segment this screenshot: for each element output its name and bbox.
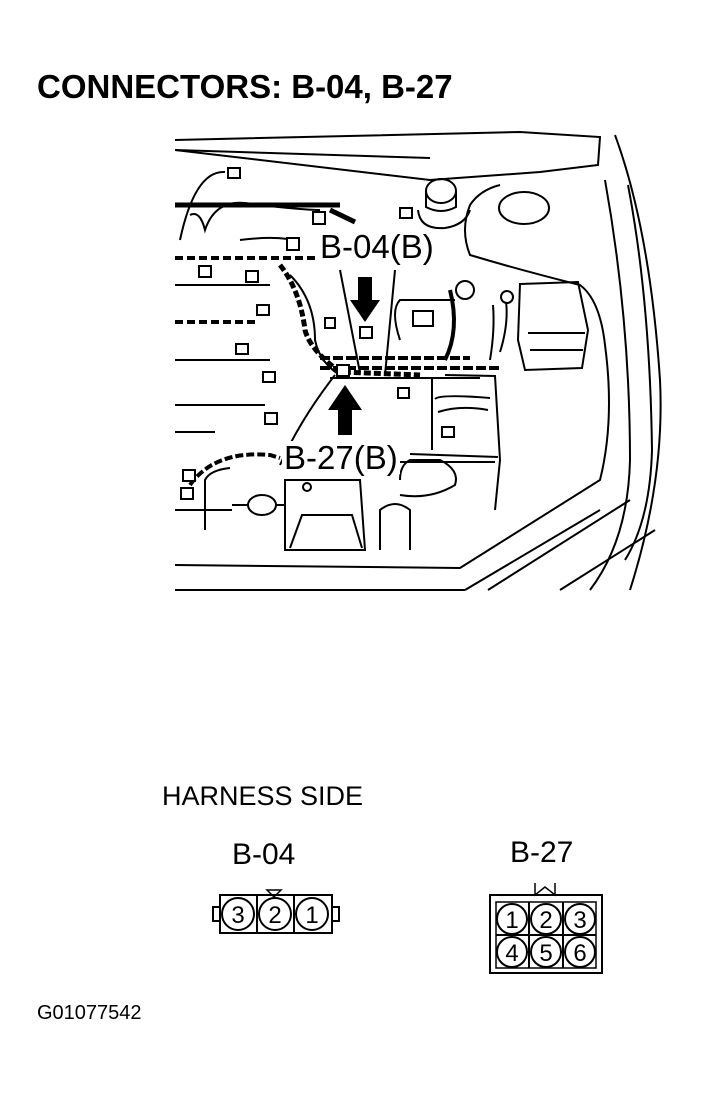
pin-label: 1 [305, 902, 318, 929]
page-title: CONNECTORS: B-04, B-27 [37, 68, 453, 105]
connector-b04-diagram: 3 2 1 [212, 889, 340, 934]
pin-label: 6 [573, 940, 586, 967]
section-label-harness-side: HARNESS SIDE [162, 781, 364, 811]
pin-label: 2 [268, 902, 281, 929]
arrow-down-icon [350, 277, 380, 322]
pin-label: 4 [505, 940, 518, 967]
pin-label: 1 [505, 907, 518, 934]
connector-label-b27: B-27 [510, 836, 574, 869]
callout-b04: B-04(B) [318, 228, 436, 265]
connector-b27-diagram: 1 2 3 4 5 6 [489, 883, 603, 974]
pin-label: 3 [231, 902, 244, 929]
figure-id: G01077542 [37, 1002, 142, 1024]
arrow-up-icon [328, 385, 362, 435]
pin-label: 2 [539, 907, 552, 934]
connector-label-b04: B-04 [232, 838, 296, 871]
pin-label: 5 [539, 940, 552, 967]
pin-label: 3 [573, 907, 586, 934]
callout-b27: B-27(B) [282, 439, 400, 476]
